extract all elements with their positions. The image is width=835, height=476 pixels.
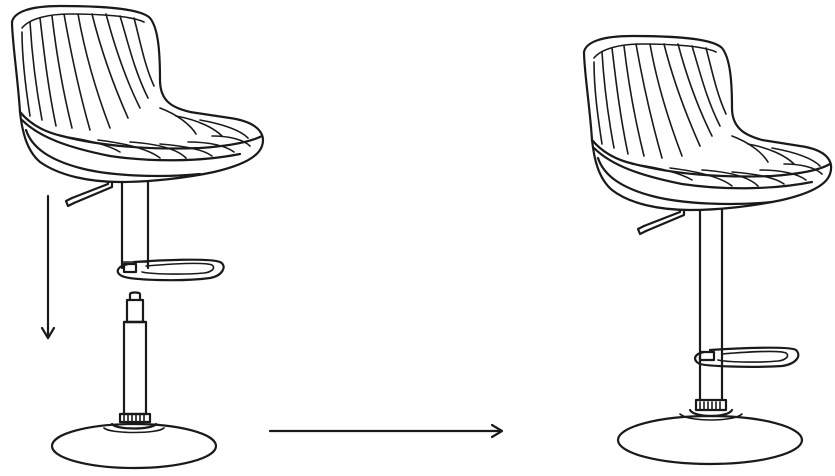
insert-arrow xyxy=(40,194,56,340)
seat xyxy=(10,4,265,184)
stool-disassembled xyxy=(10,4,265,470)
gas-cylinder xyxy=(118,291,152,424)
column xyxy=(698,204,724,402)
footrest-ring xyxy=(116,258,225,282)
column-sleeve xyxy=(120,174,150,270)
stool-assembled xyxy=(582,34,833,466)
base-plate xyxy=(50,422,218,470)
result-arrow xyxy=(268,423,504,439)
base-plate xyxy=(616,398,804,466)
footrest-ring xyxy=(694,346,800,368)
seat xyxy=(582,34,833,212)
